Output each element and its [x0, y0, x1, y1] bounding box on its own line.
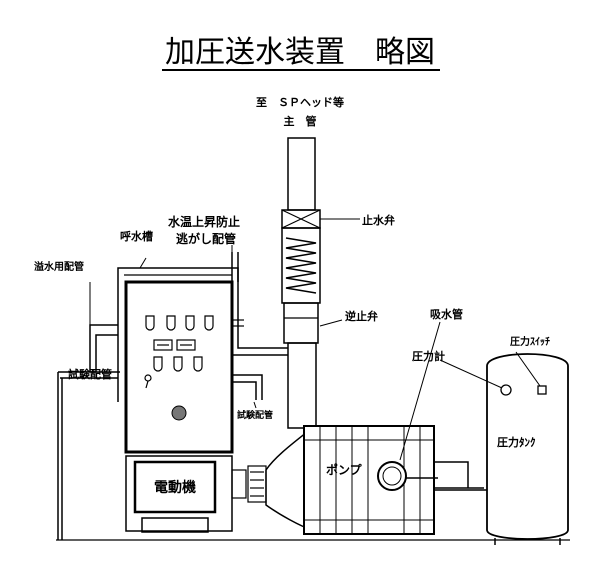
- panel-meters: [153, 339, 196, 351]
- main-pipe-label: 主 管: [284, 114, 317, 128]
- overflow-pipe-label: 溢水用配管: [34, 260, 84, 273]
- relief-pipe-label-2: 逃がし配管: [176, 231, 236, 246]
- pressure-gauge-label: 圧力計: [412, 349, 445, 363]
- right-test-pipe: [232, 374, 263, 400]
- relief-pipe: [231, 252, 288, 356]
- panel-key-switch: [144, 374, 152, 389]
- overflow-pipe: [89, 324, 118, 372]
- check-valve-label: 逆止弁: [345, 309, 378, 323]
- coupling: [231, 465, 267, 503]
- check-valve: [283, 302, 319, 344]
- control-panel: [124, 280, 234, 454]
- panel-buttons-row2: [153, 356, 203, 372]
- right-test-pipe-label: 試験配管: [237, 409, 273, 421]
- pressure-gauge-dial: [500, 384, 512, 396]
- discharge-pipe: [287, 342, 317, 429]
- motor-label: 電動機: [154, 479, 196, 496]
- pressure-tank-label: 圧力ﾀﾝｸ: [497, 435, 536, 449]
- relief-pipe-label-1: 水温上昇防止: [168, 214, 240, 229]
- pressure-switch-box: [537, 385, 547, 395]
- gate-valve-cross-2: [281, 209, 321, 229]
- suction-pipe: [406, 440, 484, 489]
- leader-lines: [89, 218, 541, 461]
- main-pipe: [287, 137, 316, 211]
- panel-buttons-row1: [145, 315, 214, 331]
- left-test-pipe: [57, 371, 120, 540]
- diagram-title: 加圧送水装置 略図: [165, 35, 435, 70]
- gate-valve-label: 止水弁: [362, 213, 395, 227]
- motor-body: [133, 460, 217, 514]
- pump-label: ポンプ: [326, 462, 363, 477]
- panel-indicator-lamp: [171, 405, 187, 421]
- pressure-tank: [486, 353, 569, 540]
- destination-label: 至 ＳＰヘッド等: [256, 95, 344, 109]
- pump-inlet-inner: [382, 466, 402, 486]
- flex-joint-bellows: [285, 237, 317, 294]
- suction-pipe-label: 吸水管: [430, 307, 463, 321]
- left-test-pipe-label: 試験配管: [68, 367, 112, 381]
- priming-tank-label: 呼水槽: [120, 229, 153, 243]
- pump-body: [303, 425, 435, 535]
- pump-inlet: [377, 461, 407, 491]
- motor-foot: [141, 517, 209, 533]
- pressure-switch-label: 圧力ｽｲｯﾁ: [510, 335, 550, 348]
